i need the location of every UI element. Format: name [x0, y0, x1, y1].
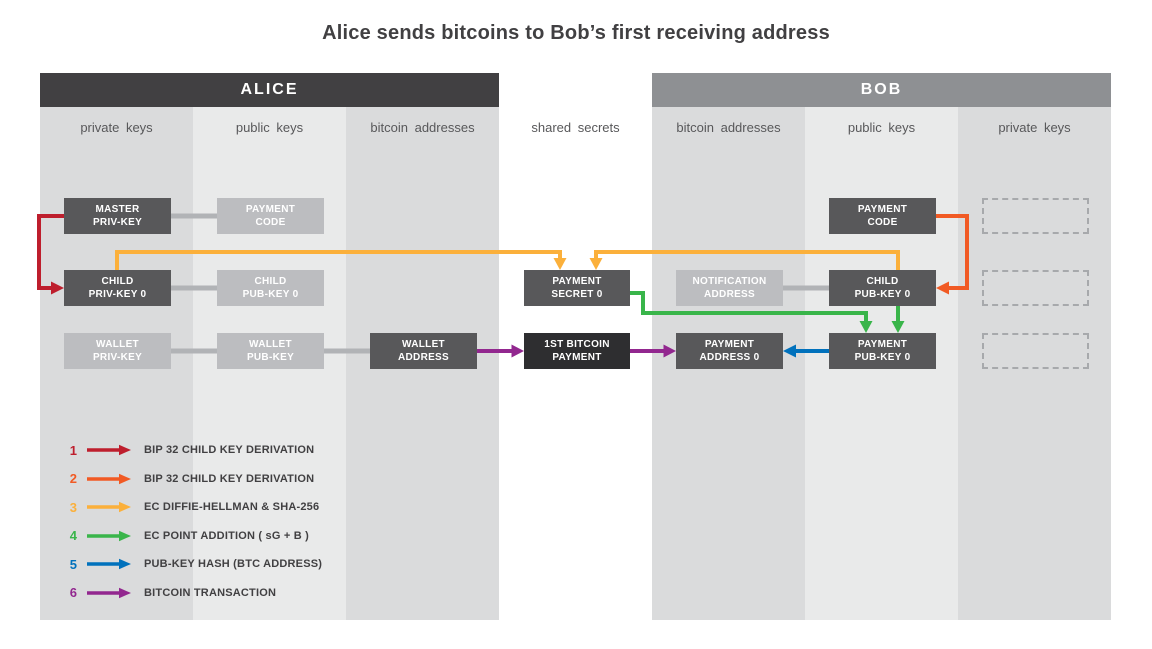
legend-item-6: 6 BITCOIN TRANSACTION	[63, 583, 322, 603]
bob-column-public-keys-label: public keys	[847, 120, 916, 135]
bob-panel-header: BOB	[652, 73, 1111, 107]
legend-item-4: 4 EC POINT ADDITION ( sG + B )	[63, 526, 322, 546]
box-bob-hidden-priv-key-2	[982, 270, 1089, 306]
diagram-title: Alice sends bitcoins to Bob’s first rece…	[322, 22, 830, 44]
legend-arrow-icon-4	[87, 530, 131, 541]
box-wallet-priv-key: WALLET PRIV-KEY	[64, 333, 171, 369]
box-payment-pub-key-0: PAYMENT PUB-KEY 0	[829, 333, 936, 369]
legend-item-3: 3 EC DIFFIE-HELLMAN & SHA-256	[63, 497, 322, 517]
legend-number-2: 2	[69, 471, 77, 487]
legend-number-6: 6	[69, 585, 77, 601]
alice-column-public-keys-label: public keys	[235, 120, 304, 135]
bob-column-bitcoin-addresses-label: bitcoin addresses	[676, 120, 781, 135]
legend-arrow-icon-3	[87, 501, 131, 513]
box-bob-child-pub-key-0: CHILD PUB-KEY 0	[829, 270, 936, 306]
legend-number-3: 3	[69, 499, 77, 515]
arrow-3-ecdh-from-bob	[589, 250, 900, 271]
legend-label-2: BIP 32 CHILD KEY DERIVATION	[144, 472, 315, 485]
box-first-bitcoin-payment: 1ST BITCOIN PAYMENT	[524, 333, 630, 369]
box-alice-payment-code: PAYMENT CODE	[217, 198, 324, 234]
arrow-3-ecdh-from-alice	[115, 250, 567, 271]
legend-number-1: 1	[69, 442, 77, 458]
legend-number-5: 5	[69, 556, 77, 572]
bob-column-private-keys-label: private keys	[998, 120, 1071, 135]
legend-item-1: 1 BIP 32 CHILD KEY DERIVATION	[63, 440, 322, 460]
box-bob-hidden-priv-key-1	[982, 198, 1089, 234]
box-bob-payment-code: PAYMENT CODE	[829, 198, 936, 234]
alice-panel-header: ALICE	[40, 73, 499, 107]
legend-arrow-icon-6	[87, 587, 131, 599]
box-payment-secret-0: PAYMENT SECRET 0	[524, 270, 630, 306]
arrow-2-bip32-derivation-bob	[936, 214, 969, 295]
arrow-6-bitcoin-transaction-out	[477, 344, 524, 358]
legend-arrow-icon-5	[87, 559, 131, 570]
arrow-5-pubkey-hash	[783, 344, 829, 358]
legend-item-2: 2 BIP 32 CHILD KEY DERIVATION	[63, 469, 322, 489]
alice-column-bitcoin-addresses-label: bitcoin addresses	[370, 120, 475, 135]
legend-item-5: 5 PUB-KEY HASH (BTC ADDRESS)	[63, 554, 322, 574]
box-wallet-address: WALLET ADDRESS	[370, 333, 477, 369]
legend: 1 BIP 32 CHILD KEY DERIVATION 2 BIP 32 C…	[63, 440, 322, 603]
box-notification-address: NOTIFICATION ADDRESS	[676, 270, 783, 306]
legend-label-4: EC POINT ADDITION ( sG + B )	[144, 529, 310, 542]
legend-label-3: EC DIFFIE-HELLMAN & SHA-256	[144, 501, 320, 514]
legend-number-4: 4	[69, 528, 77, 544]
box-payment-address-0: PAYMENT ADDRESS 0	[676, 333, 783, 369]
box-bob-hidden-priv-key-3	[982, 333, 1089, 369]
alice-column-private-keys-label: private keys	[80, 120, 153, 135]
legend-arrow-icon-1	[87, 444, 131, 456]
shared-secrets-column-label: shared secrets	[531, 120, 620, 135]
arrow-6-bitcoin-transaction-in	[630, 344, 676, 358]
gray-connector-lines	[171, 213, 829, 354]
legend-arrow-icon-2	[87, 473, 131, 484]
legend-label-1: BIP 32 CHILD KEY DERIVATION	[144, 444, 315, 456]
box-alice-child-pub-key-0: CHILD PUB-KEY 0	[217, 270, 324, 306]
legend-label-6: BITCOIN TRANSACTION	[144, 586, 277, 599]
box-child-priv-key-0: CHILD PRIV-KEY 0	[64, 270, 171, 306]
arrow-4-ec-point-addition-secret	[630, 291, 873, 333]
arrow-4-ec-point-addition-childpub	[891, 306, 905, 333]
legend-label-5: PUB-KEY HASH (BTC ADDRESS)	[144, 558, 323, 571]
box-wallet-pub-key: WALLET PUB-KEY	[217, 333, 324, 369]
box-master-priv-key: MASTER PRIV-KEY	[64, 198, 171, 234]
arrow-1-bip32-derivation-alice	[37, 214, 64, 295]
